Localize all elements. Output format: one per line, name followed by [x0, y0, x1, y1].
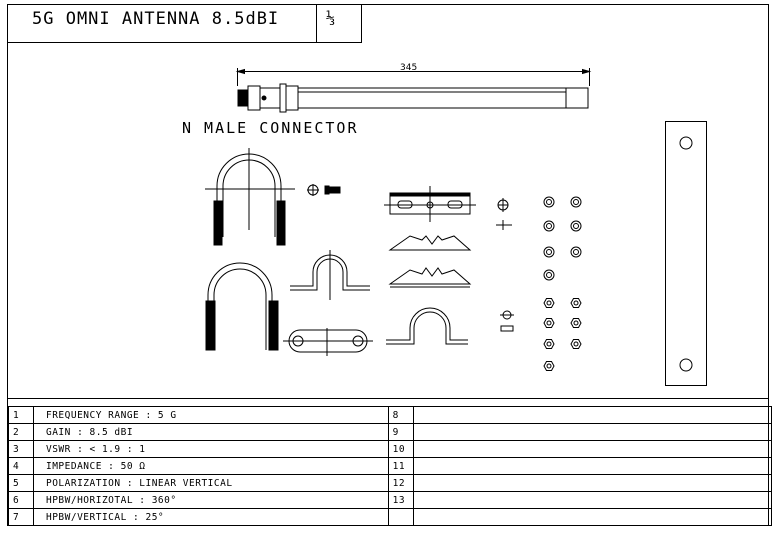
clamp-bar — [283, 328, 373, 356]
spec-row-value-2 — [412, 406, 772, 424]
page-indicator: ⅓ — [326, 9, 337, 27]
spec-row-number-2 — [387, 508, 414, 526]
drawing-title: 5G OMNI ANTENNA 8.5dBI — [32, 9, 280, 29]
spec-row-value-2 — [412, 423, 772, 441]
spec-row-number-2: 12 — [387, 474, 414, 492]
spec-row-number-2: 10 — [387, 440, 414, 458]
u-bolt-large — [205, 148, 295, 246]
saddle-clamp-2 — [386, 307, 468, 345]
title-box — [7, 4, 362, 43]
spec-row-number-2: 8 — [387, 406, 414, 424]
spec-row-number: 7 — [8, 508, 34, 526]
serrated-jaw-1 — [388, 235, 472, 251]
slotted-plate — [384, 186, 476, 222]
serrated-jaw-2 — [388, 267, 472, 288]
spec-row-value: HPBW/VERTICAL : 25° — [32, 508, 389, 526]
spec-row-number-2: 9 — [387, 423, 414, 441]
spec-row-value-2 — [412, 508, 772, 526]
u-bolt-small — [205, 262, 279, 351]
spec-row-value: POLARIZATION : LINEAR VERTICAL — [32, 474, 389, 492]
connector-label: N MALE CONNECTOR — [182, 119, 359, 137]
spec-row-value: IMPEDANCE : 50 Ω — [32, 457, 389, 475]
spec-row-number: 5 — [8, 474, 34, 492]
dimension-345 — [235, 68, 592, 86]
antenna — [237, 83, 589, 113]
drawing-border — [7, 4, 769, 526]
dimension-label: 345 — [400, 63, 418, 73]
screw — [307, 184, 341, 196]
spec-row-number-2: 11 — [387, 457, 414, 475]
saddle-clamp-1 — [290, 250, 370, 300]
mounting-strap — [665, 121, 707, 386]
nut-symbol — [496, 198, 514, 332]
spec-row-value-2 — [412, 440, 772, 458]
washers — [543, 196, 582, 281]
spec-row-number: 1 — [8, 406, 34, 424]
spec-row-value: VSWR : < 1.9 : 1 — [32, 440, 389, 458]
spec-row-number-2: 13 — [387, 491, 414, 509]
spec-row-value-2 — [412, 491, 772, 509]
hex-nuts — [543, 298, 582, 371]
spec-row-value: GAIN : 8.5 dBI — [32, 423, 389, 441]
spec-row-number: 4 — [8, 457, 34, 475]
spec-row-value-2 — [412, 457, 772, 475]
spec-row-value-2 — [412, 474, 772, 492]
spec-row-value: HPBW/HORIZOTAL : 360° — [32, 491, 389, 509]
spec-row-value: FREQUENCY RANGE : 5 G — [32, 406, 389, 424]
spec-row-number: 3 — [8, 440, 34, 458]
spec-row-number: 6 — [8, 491, 34, 509]
spec-row-number: 2 — [8, 423, 34, 441]
